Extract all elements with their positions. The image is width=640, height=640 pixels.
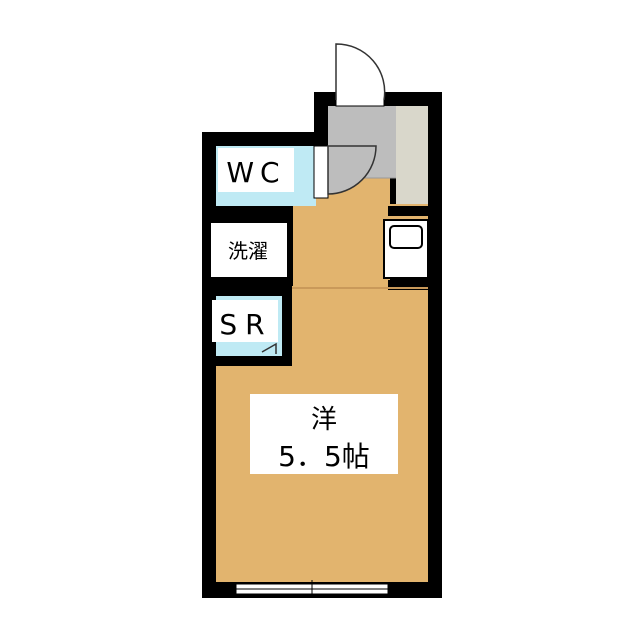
main-room-size-label: 5．5帖 — [278, 440, 370, 473]
main-room-type-label: 洋 — [311, 405, 337, 435]
wc-door-swing-icon — [327, 145, 377, 195]
laundry-box — [209, 221, 289, 279]
sink-icon — [389, 225, 423, 249]
kitchen-wall-top — [388, 206, 442, 216]
shower-top-wall — [202, 286, 292, 296]
shower-label-bg — [212, 300, 278, 342]
wc-label: WC — [226, 156, 285, 189]
wc-label-bg — [218, 148, 294, 192]
kitchen-wall-bottom — [388, 280, 442, 290]
wc-door-opening — [313, 145, 329, 199]
front-door-swing-icon — [335, 43, 386, 101]
main-room-label-bg — [250, 394, 398, 474]
shower-label: SR — [219, 308, 272, 341]
laundry-label: 洗濯 — [228, 239, 268, 263]
shower-door-icon — [261, 342, 277, 354]
shower-bottom-wall — [202, 356, 292, 366]
storage-closet — [396, 106, 428, 204]
shower-partition-wall — [282, 290, 292, 366]
